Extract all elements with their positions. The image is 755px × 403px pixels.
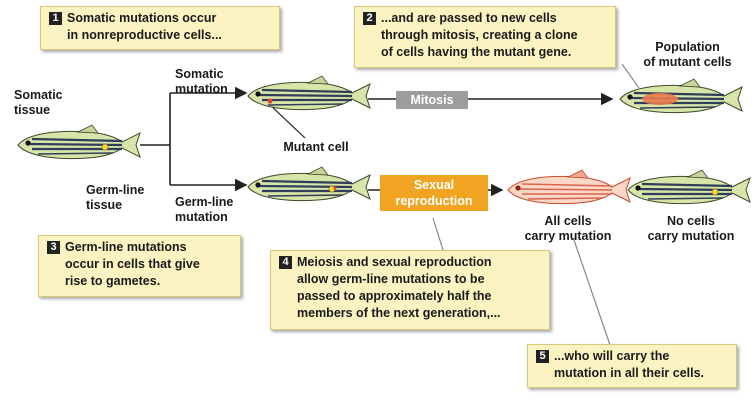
germline-mutation-line-1: Germ-line [175, 195, 234, 209]
population-line-2: of mutant cells [643, 55, 732, 69]
germline-mutation-label: Germ-line mutation [175, 195, 255, 225]
somatic-mutation-label: Somatic mutation [175, 67, 245, 97]
note-2: 2 ...and are passed to new cells through … [354, 6, 616, 68]
sexual-line-2: reproduction [395, 194, 473, 208]
note-5: 5 ...who will carry the mutation in all t… [527, 344, 737, 388]
note-5-number: 5 [536, 350, 549, 363]
note-1-line-1: Somatic mutations occur [67, 11, 217, 25]
note-3-line-1: Germ-line mutations [65, 240, 187, 254]
germline-mutation-line-2: mutation [175, 210, 228, 224]
all-cells-line-1: All cells [544, 214, 592, 228]
somatic-tissue-line-1: Somatic [14, 88, 63, 102]
note-3: 3 Germ-line mutations occur in cells that… [38, 235, 241, 297]
sexual-line-1: Sexual [413, 178, 455, 192]
note-2-line-3: of cells having the mutant gene. [381, 45, 572, 59]
no-cells-line-1: No cells [667, 214, 715, 228]
mitosis-pill: Mitosis [396, 91, 468, 109]
note-4-number: 4 [279, 256, 292, 269]
no-cells-line-2: carry mutation [647, 229, 735, 243]
somatic-mutation-line-1: Somatic [175, 67, 224, 81]
note-2-number: 2 [363, 12, 376, 25]
germline-mutation-fish [246, 165, 372, 202]
mutant-cell-label: Mutant cell [283, 140, 349, 154]
note-4-line-2: allow germ-line mutations to be [297, 272, 485, 286]
note-1-number: 1 [49, 12, 62, 25]
note-3-line-2: occur in cells that give [65, 257, 200, 271]
population-label: Population of mutant cells [630, 40, 745, 70]
note-4: 4 Meiosis and sexual reproduction allow g… [270, 250, 550, 330]
somatic-tissue-line-2: tissue [14, 103, 51, 117]
no-cells-fish [626, 168, 752, 205]
all-cells-label: All cells carry mutation [508, 214, 628, 244]
somatic-mutation-fish [246, 74, 372, 111]
note-4-line-4: members of the next generation,... [297, 306, 501, 320]
note-5-line-1: ...who will carry the [554, 349, 670, 363]
note-4-line-1: Meiosis and sexual reproduction [297, 255, 492, 269]
note-2-line-1: ...and are passed to new cells [381, 11, 557, 25]
population-fish [618, 77, 744, 114]
note-1: 1 Somatic mutations occur in nonreproduct… [40, 6, 280, 50]
germline-tissue-label: Germ-line tissue [86, 183, 166, 213]
all-cells-fish [507, 169, 631, 205]
somatic-origin-fish [16, 123, 142, 160]
note-1-line-2: in nonreproductive cells... [67, 28, 222, 42]
sexual-reproduction-pill: Sexual reproduction [380, 175, 488, 211]
population-line-1: Population [655, 40, 720, 54]
note-5-line-2: mutation in all their cells. [554, 366, 705, 380]
no-cells-label: No cells carry mutation [632, 214, 750, 244]
mutant-cell-pointer [267, 102, 306, 139]
note-2-line-2: through mitosis, creating a clone [381, 28, 578, 42]
note-3-line-3: rise to gametes. [65, 274, 161, 288]
note-4-line-3: passed to approximately half the [297, 289, 492, 303]
branch-lines [140, 92, 245, 186]
somatic-tissue-label: Somatic tissue [14, 88, 84, 118]
somatic-mutation-line-2: mutation [175, 82, 228, 96]
note-3-number: 3 [47, 241, 60, 254]
germline-tissue-line-1: Germ-line [86, 183, 145, 197]
germline-tissue-line-2: tissue [86, 198, 123, 212]
all-cells-line-2: carry mutation [524, 229, 612, 243]
